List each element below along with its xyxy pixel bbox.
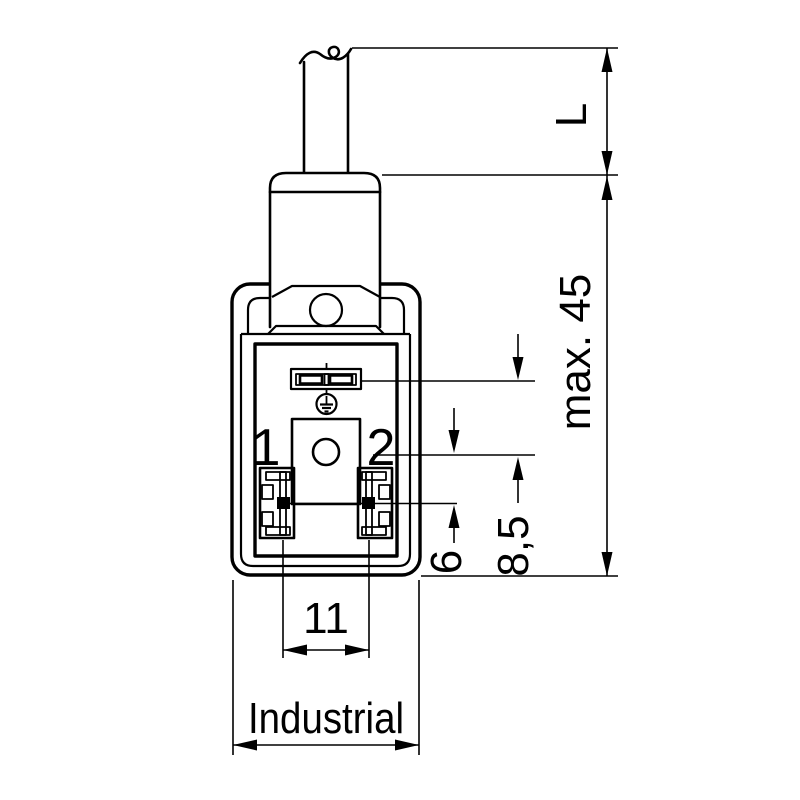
center-block — [290, 417, 362, 506]
terminal-slot — [289, 363, 363, 394]
dimension-max45: max. 45 — [551, 176, 613, 576]
cable-gland — [267, 284, 385, 335]
cable-break-line — [298, 45, 353, 65]
dim-max45-label: max. 45 — [551, 274, 600, 431]
housing-inner-wall — [239, 334, 412, 568]
dimension-6: 6 — [422, 408, 471, 574]
dim-6-label: 6 — [422, 550, 471, 574]
dim-8-5-label: 8,5 — [489, 515, 538, 576]
dim-11-label: 11 — [303, 594, 349, 643]
cable — [298, 45, 353, 175]
dim-industrial-label: Industrial — [248, 694, 404, 743]
grommet — [268, 171, 382, 329]
center-hole — [311, 437, 341, 467]
dimension-industrial: Industrial — [232, 580, 420, 755]
dimension-L: L — [547, 48, 613, 576]
dimension-8-5: 8,5 — [489, 334, 538, 577]
ground-symbol-icon — [315, 392, 338, 416]
dim-L-label: L — [547, 103, 596, 127]
reference-lines — [283, 47, 618, 577]
dimension-11: 11 — [282, 540, 370, 658]
connector-face — [253, 342, 399, 558]
